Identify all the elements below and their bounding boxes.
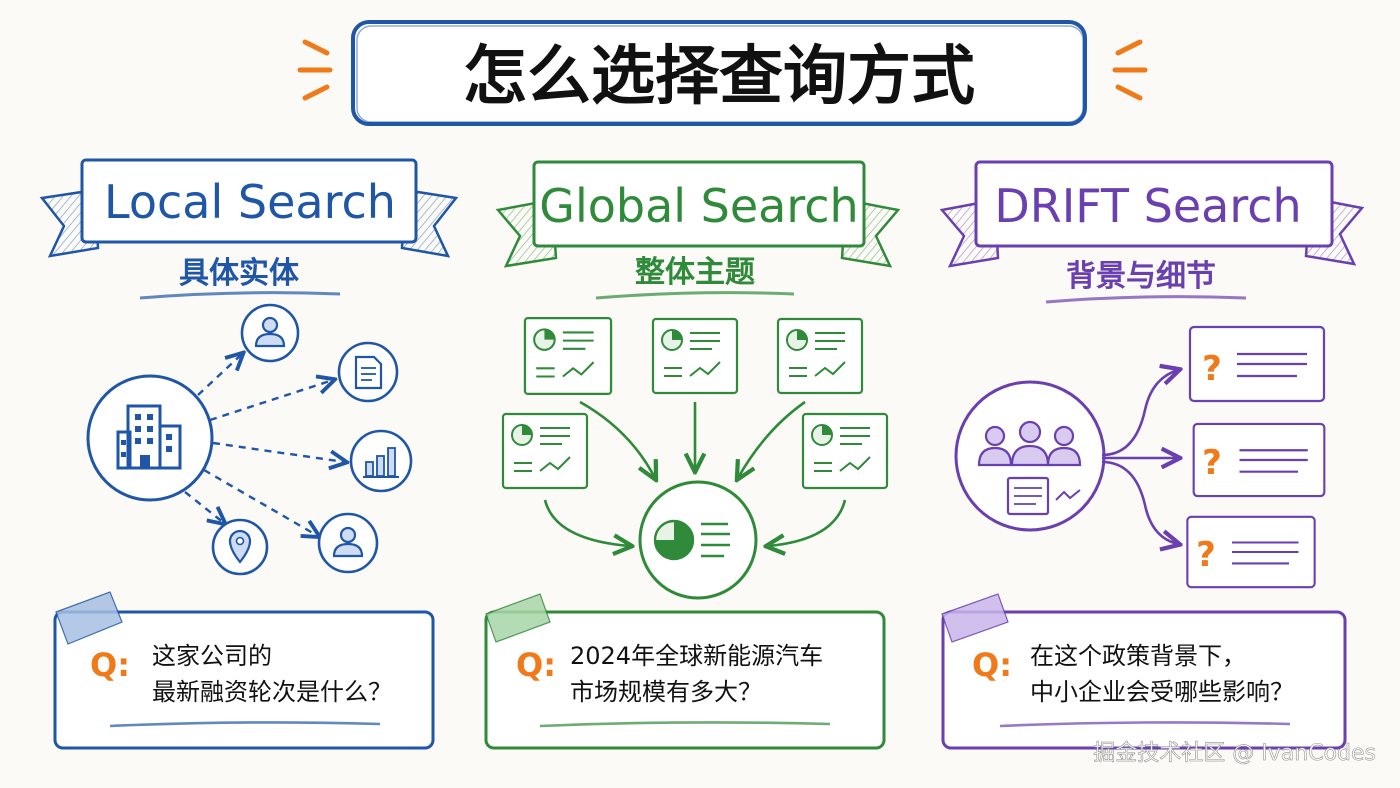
report-card-icon [776,317,864,395]
global-underline [595,291,795,300]
local-question-line1: 这家公司的 [152,642,272,670]
drift-question-line1: 在这个政策背景下， [1030,642,1246,670]
svg-text:?: ? [1196,535,1216,575]
global-column: Global Search 整体主题 [484,160,901,750]
global-question-card: Q: 2024年全球新能源汽车 市场规模有多大？ [484,593,886,750]
document-icon [337,341,399,403]
building-icon [86,374,214,502]
drift-question-card: Q: 在这个政策背景下， 中小企业会受哪些影响？ [941,593,1347,750]
report-card-icon [501,412,589,490]
local-question-line2: 最新融资轮次是什么？ [152,678,392,706]
local-q-prefix: Q: [90,646,130,684]
local-underline [139,291,341,300]
tape-icon [485,593,551,643]
global-q-prefix: Q: [516,646,556,684]
bar-chart-icon [349,429,413,493]
local-column: Local Search 具体实体 [39,158,459,750]
local-ribbon [39,158,459,258]
drift-q-prefix: Q: [972,646,1012,684]
local-subtitle: 具体实体 [179,256,300,291]
local-question-card: Q: 这家公司的 最新融资轮次是什么？ [53,591,435,750]
drift-question-line2: 中小企业会受哪些影响？ [1030,678,1294,706]
question-card-icon: ? [1188,325,1326,403]
drift-column: DRIFT Search 背景与细节 ? [939,160,1365,750]
global-question-line1: 2024年全球新能源汽车 [570,642,823,670]
global-ribbon [495,160,901,268]
svg-text:?: ? [1202,349,1222,389]
local-ribbon-title: Local Search [104,175,396,229]
drift-subtitle: 背景与细节 [1066,259,1216,294]
sparkle-left-icon [297,39,333,101]
global-question-line2: 市场规模有多大？ [570,678,762,706]
report-card-icon [801,412,889,490]
drift-underline [1045,295,1247,304]
user-icon [240,303,300,363]
drift-branches [1101,370,1178,544]
global-ribbon-title: Global Search [539,179,858,233]
page-title: 怎么选择查询方式 [463,40,975,114]
pie-chart-icon [638,480,758,600]
watermark: 掘金技术社区 @ IvanCodes [1093,741,1376,766]
title-frame [351,20,1087,126]
global-subtitle: 整体主题 [635,255,755,290]
global-arrows [543,400,847,546]
user-icon [317,512,379,574]
tape-icon [941,593,1009,643]
sparkle-right-icon [1112,39,1148,101]
group-icon [954,380,1106,532]
report-card-icon [523,316,613,396]
question-card-icon: ? [1192,422,1326,498]
local-links [184,354,345,536]
svg-text:?: ? [1202,443,1222,483]
drift-ribbon [939,160,1365,268]
report-card-icon [651,317,739,395]
drift-ribbon-title: DRIFT Search [994,179,1301,233]
location-pin-icon [211,518,269,576]
question-card-icon: ? [1186,515,1316,589]
tape-icon [55,591,123,645]
